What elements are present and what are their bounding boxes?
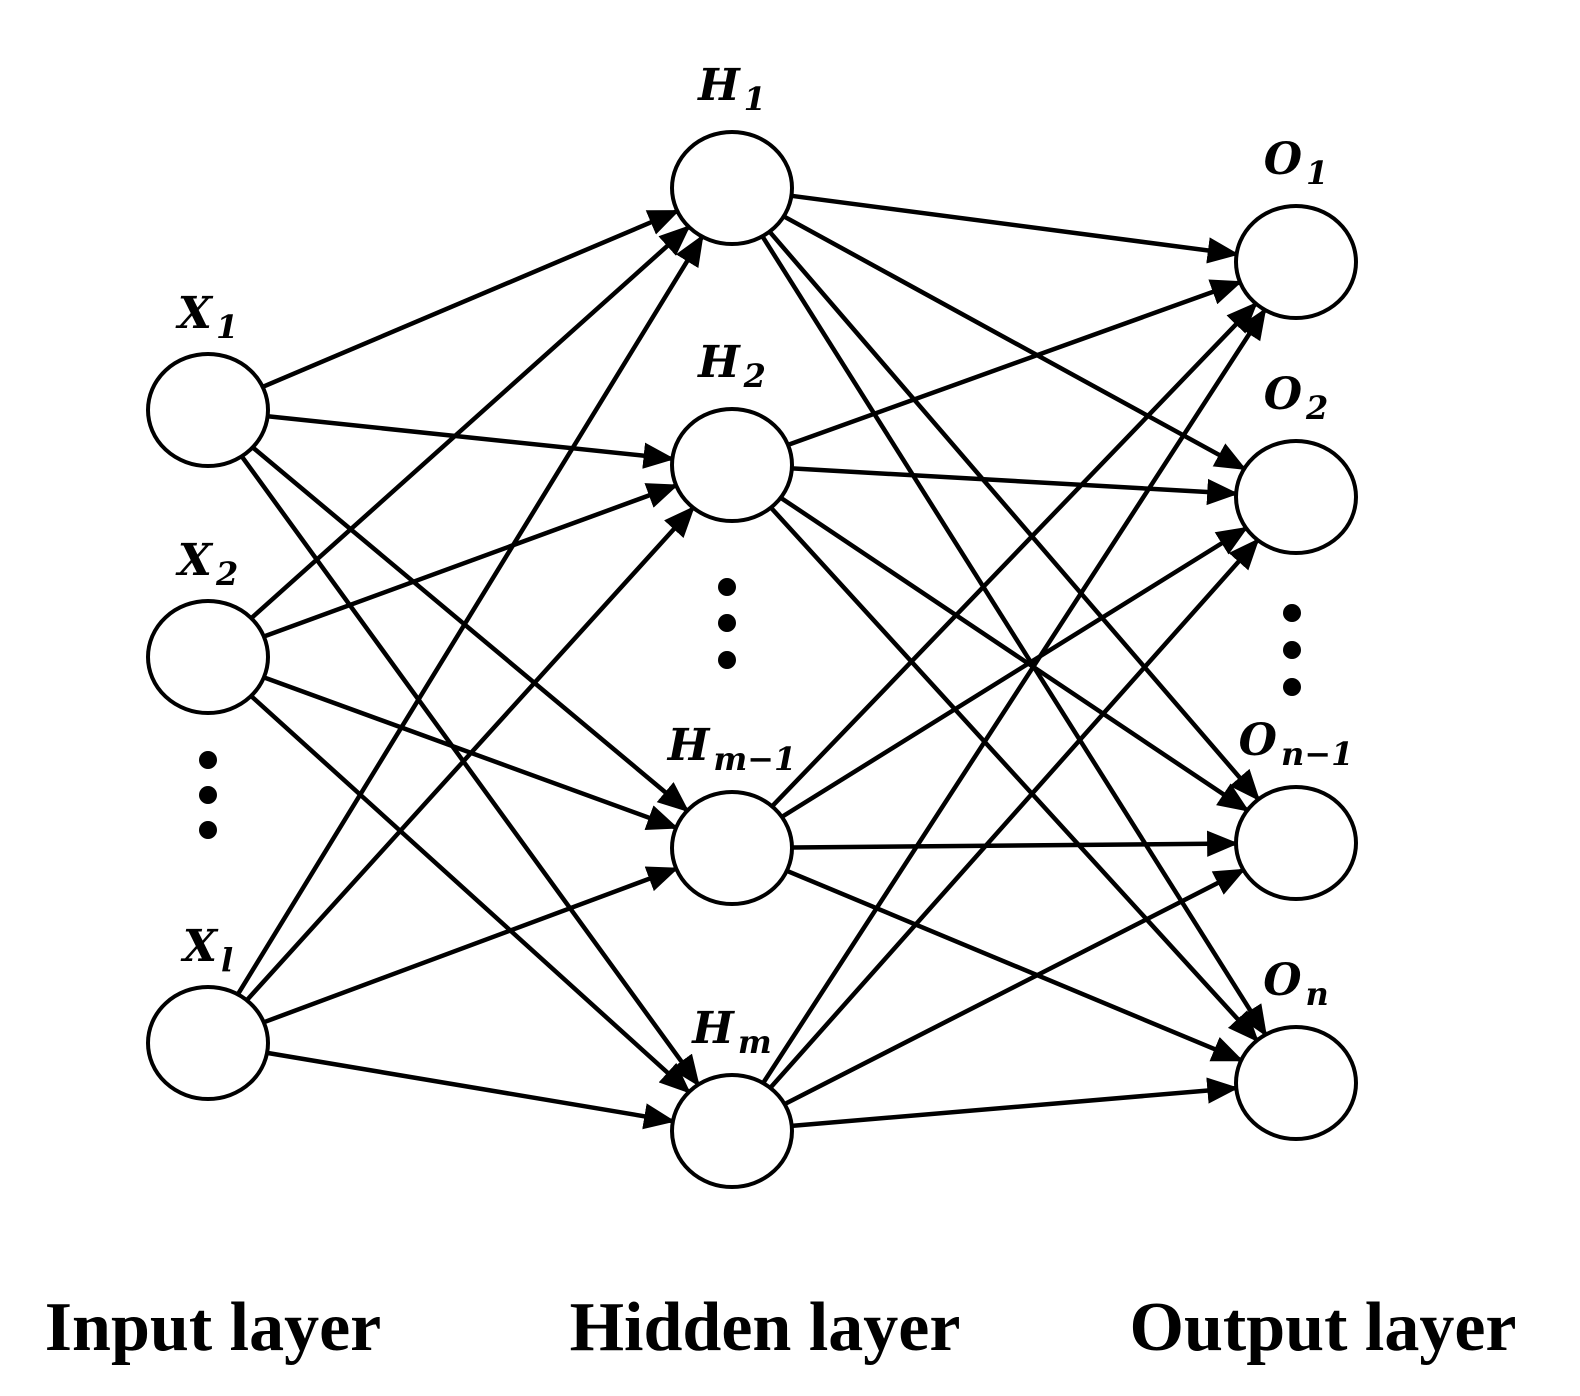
- edge-hm1-to-on1: [791, 830, 1239, 857]
- node-o2: [1234, 439, 1358, 555]
- edge-hm-to-o1: [761, 307, 1267, 1085]
- edge-hm-to-on1: [783, 867, 1246, 1107]
- ellipsis-dots: [199, 578, 1301, 839]
- node-h2: [670, 407, 794, 523]
- node-hm1: [670, 790, 794, 906]
- node-xl: [146, 985, 270, 1101]
- edge-x2-to-h2: [263, 483, 679, 639]
- edge-hm-to-o2: [768, 538, 1260, 1090]
- ellipsis-dot: [718, 614, 736, 632]
- edge-h2-to-on1: [779, 495, 1250, 813]
- ellipsis-dot: [718, 651, 736, 669]
- edge-x2-to-hm: [249, 694, 691, 1094]
- hidden-layer-title: Hidden layer: [570, 1289, 961, 1366]
- node-x1: [146, 352, 270, 468]
- edge-xl-to-hm1: [262, 866, 679, 1025]
- edge-x2-to-h1: [249, 225, 691, 620]
- edge-h1-to-o2: [782, 214, 1247, 471]
- edge-xl-to-h1: [235, 234, 705, 996]
- edge-x1-to-hm1: [251, 445, 690, 813]
- ellipsis-dot: [199, 821, 217, 839]
- node-h1: [670, 130, 794, 246]
- edge-hm1-to-on: [785, 868, 1244, 1063]
- connections: [235, 193, 1268, 1130]
- edge-x1-to-h2: [267, 414, 676, 469]
- edge-x1-to-h1: [261, 209, 680, 389]
- edge-h2-to-on: [769, 506, 1259, 1043]
- ellipsis-dot: [1283, 604, 1301, 622]
- edge-x1-to-hm: [239, 454, 701, 1087]
- node-o1: [1234, 204, 1358, 320]
- ellipsis-dot: [1283, 678, 1301, 696]
- edge-h1-to-on1: [767, 230, 1261, 802]
- edge-h2-to-o2: [791, 466, 1239, 506]
- edge-hm1-to-o2: [780, 526, 1249, 819]
- ellipsis-dot: [1283, 641, 1301, 659]
- edge-hm-to-on: [791, 1077, 1239, 1129]
- ellipsis-dot: [199, 786, 217, 804]
- edge-h1-to-on: [760, 235, 1268, 1037]
- output-layer-title: Output layer: [1130, 1289, 1517, 1366]
- input-layer-title: Input layer: [45, 1289, 381, 1366]
- node-x2: [146, 599, 270, 715]
- edge-xl-to-h2: [245, 505, 695, 1002]
- ellipsis-dot: [199, 751, 217, 769]
- edge-xl-to-hm: [266, 1050, 676, 1130]
- node-hm: [670, 1073, 794, 1189]
- node-on: [1234, 1025, 1358, 1141]
- node-on1: [1234, 785, 1358, 901]
- edge-h2-to-o1: [787, 279, 1243, 448]
- edge-h1-to-o1: [791, 193, 1240, 264]
- edge-hm1-to-o1: [770, 301, 1258, 808]
- neurons: [146, 130, 1358, 1189]
- ellipsis-dot: [718, 578, 736, 596]
